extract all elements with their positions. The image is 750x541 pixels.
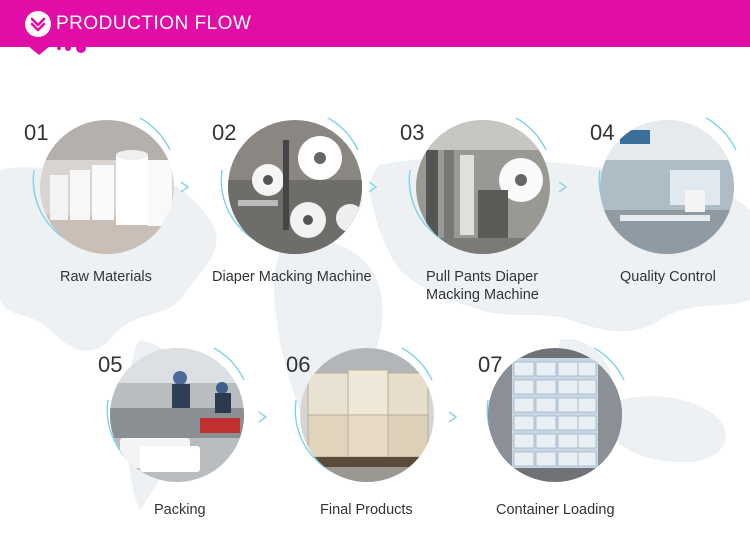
step-label: Packing <box>154 502 206 518</box>
step-number: 06 <box>286 352 311 377</box>
chevron-down-icon <box>25 11 51 37</box>
arrow-right-icon <box>258 411 268 423</box>
step-pull-pants-machine: 03 Pull Pants Diaper Macking Machine <box>396 110 576 310</box>
decor-dot <box>76 43 86 53</box>
step-number: 05 <box>98 352 123 377</box>
step-final-products: 06 Final Products <box>282 340 462 540</box>
container-loading-photo <box>488 348 622 482</box>
step-label: Final Products <box>320 502 413 518</box>
step-label: Quality Control <box>620 269 716 285</box>
arrow-right-icon <box>448 411 458 423</box>
step-label: Diaper Macking Machine <box>212 269 372 285</box>
step-number: 01 <box>24 120 49 145</box>
step-label: Pull Pants Diaper <box>426 269 539 285</box>
packing-photo <box>110 348 244 482</box>
arrow-right-icon <box>368 181 378 193</box>
quality-control-photo <box>600 120 734 254</box>
raw-materials-photo <box>40 120 174 254</box>
step-raw-materials: 01 Raw Materials <box>20 110 200 310</box>
step-number: 02 <box>212 120 237 145</box>
step-label: Container Loading <box>496 502 615 518</box>
pull-pants-machine-photo <box>416 120 550 254</box>
step-label: Raw Materials <box>60 269 152 285</box>
step-packing: 05 Packing <box>94 340 274 540</box>
arrow-right-icon <box>180 181 190 193</box>
header-pointer-icon <box>28 46 50 55</box>
step-container-loading: 07 Container Loading <box>474 340 654 540</box>
diaper-machine-photo <box>228 120 362 254</box>
final-products-photo <box>300 348 434 482</box>
step-label: Macking Machine <box>426 287 539 303</box>
step-diaper-machine: 02 Diaper Macking Machine <box>208 110 388 310</box>
arrow-right-icon <box>558 181 568 193</box>
header-banner: PRODUCTION FLOW <box>0 0 750 47</box>
decor-dot <box>65 45 71 51</box>
step-number: 04 <box>590 120 615 145</box>
decor-dot <box>57 46 61 50</box>
page-title: PRODUCTION FLOW <box>56 13 252 34</box>
step-number: 03 <box>400 120 425 145</box>
step-quality-control: 04 Quality Control <box>586 110 750 310</box>
step-number: 07 <box>478 352 503 377</box>
